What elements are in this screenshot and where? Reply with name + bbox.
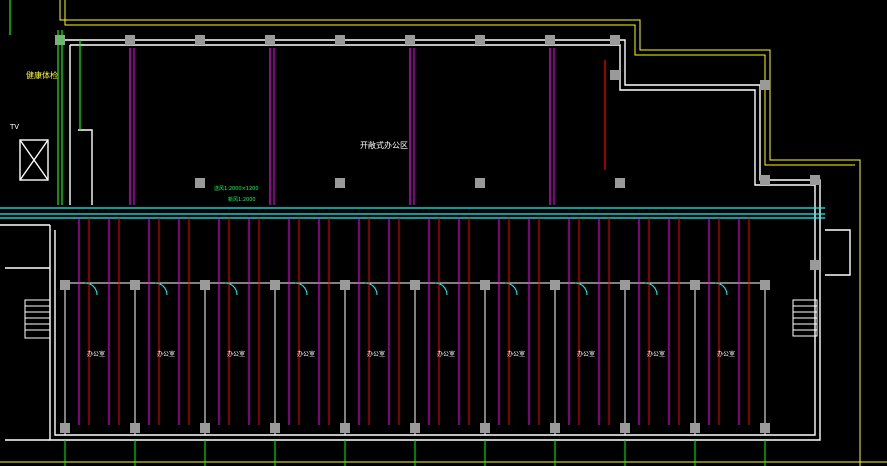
office-room-label: 办公室 (647, 350, 665, 358)
column-block (760, 80, 770, 90)
structural-columns (55, 35, 820, 433)
door-swing-icon (574, 282, 588, 296)
corridor-band (0, 207, 825, 219)
stair-right-icon (792, 299, 818, 337)
column-block (610, 70, 620, 80)
column-block (130, 423, 140, 433)
column-block (760, 280, 770, 290)
duct-tag-1: 送风1:2000×1200 (214, 185, 259, 192)
column-block (410, 423, 420, 433)
column-block (125, 35, 135, 45)
column-block (690, 280, 700, 290)
office-room-label: 办公室 (717, 350, 735, 358)
column-block (690, 423, 700, 433)
column-block (335, 178, 345, 188)
walls (0, 39, 851, 441)
left-risers (9, 0, 81, 205)
stair-left-icon (24, 299, 51, 339)
column-block (480, 280, 490, 290)
column-block (610, 35, 620, 45)
column-block (270, 423, 280, 433)
column-block (405, 35, 415, 45)
office-room-label: 办公室 (227, 350, 245, 358)
column-block (475, 35, 485, 45)
column-block (200, 280, 210, 290)
column-block (620, 280, 630, 290)
door-swing-icon (224, 282, 238, 296)
office-room-label: 办公室 (577, 350, 595, 358)
column-block (810, 260, 820, 270)
column-block (545, 35, 555, 45)
door-swing-icon (154, 282, 168, 296)
office-room-label: 办公室 (297, 350, 315, 358)
duct-branches (78, 48, 750, 425)
column-block (55, 35, 65, 45)
column-block (550, 280, 560, 290)
column-block (810, 175, 820, 185)
door-swing-icon (364, 282, 378, 296)
column-block (270, 280, 280, 290)
door-swing-icon (294, 282, 308, 296)
tv-label: TV (9, 123, 19, 131)
column-block (340, 423, 350, 433)
bottom-grid-ticks (64, 440, 766, 466)
column-block (60, 280, 70, 290)
office-room-label: 办公室 (437, 350, 455, 358)
column-block (60, 423, 70, 433)
door-swing-icon (714, 282, 728, 296)
office-room-label: 办公室 (87, 350, 105, 358)
column-block (130, 280, 140, 290)
office-room-label: 办公室 (367, 350, 385, 358)
office-room-label: 办公室 (507, 350, 525, 358)
room-labels: 办公室 办公室 办公室 办公室 办公室 办公室 办公室 办公室 办公室 办公室 (87, 350, 735, 358)
door-swing-icon (434, 282, 448, 296)
column-block (760, 423, 770, 433)
open-office-label: 开敞式办公区 (360, 140, 408, 150)
column-block (410, 280, 420, 290)
door-swing-icon (644, 282, 658, 296)
column-block (475, 178, 485, 188)
lift-room-label: 健康体检 (26, 70, 58, 80)
office-room-label: 办公室 (157, 350, 175, 358)
column-block (265, 35, 275, 45)
door-swing-icon (504, 282, 518, 296)
door-swing-icon (84, 282, 98, 296)
column-block (620, 423, 630, 433)
column-block (340, 280, 350, 290)
column-block (760, 175, 770, 185)
column-block (200, 423, 210, 433)
column-block (335, 35, 345, 45)
column-block (195, 35, 205, 45)
column-block (480, 423, 490, 433)
column-block (550, 423, 560, 433)
column-block (615, 178, 625, 188)
duct-tag-2: 新风1:2000 (228, 196, 256, 203)
column-block (195, 178, 205, 188)
